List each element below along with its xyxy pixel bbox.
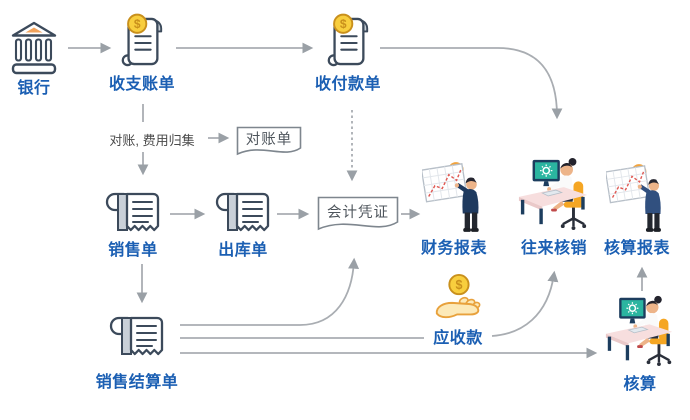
receipt-payment-bill-label: 收付款单: [314, 76, 381, 93]
node-sales-order: 销售单: [102, 188, 164, 260]
node-income-expense-bill: $ 收支账单: [104, 12, 180, 94]
accounting-voucher-label: 会计凭证: [327, 204, 389, 221]
income-expense-bill-label: 收支账单: [108, 76, 175, 93]
outbound-order-label: 出库单: [218, 242, 268, 259]
bill-coin-icon: $: [327, 13, 369, 67]
bill-coin-icon: $: [121, 13, 163, 67]
person-chart-icon: [422, 162, 479, 232]
person-chart-icon: [606, 164, 661, 232]
node-accounting-voucher: 会计凭证: [317, 196, 399, 236]
document-box-icon: [317, 196, 399, 231]
receipt-icon: [105, 192, 160, 232]
accounts-receivable-label: 应收款: [433, 330, 483, 347]
hand-coin-icon: $: [435, 274, 481, 319]
financial-report-label: 财务报表: [420, 240, 487, 257]
node-current-account-writeoff: 往来核销: [516, 150, 592, 258]
receipt-icon: [215, 192, 270, 232]
bank-icon: [11, 21, 57, 75]
statement-label: 对账单: [245, 131, 293, 148]
node-accounting: 核算: [604, 288, 676, 394]
receipt-icon: [109, 316, 164, 356]
node-outbound-order: 出库单: [212, 188, 274, 260]
svg-text:$: $: [134, 17, 141, 31]
node-financial-report: 财务报表: [418, 158, 490, 258]
accounting-label: 核算: [623, 376, 657, 393]
svg-text:$: $: [455, 278, 462, 292]
sales-settlement-bill-label: 销售结算单: [95, 374, 179, 391]
current-account-writeoff-label: 往来核销: [520, 240, 587, 257]
bank-label: 银行: [17, 80, 51, 97]
document-box-icon: [236, 126, 302, 156]
node-bank: 银行: [6, 20, 62, 98]
node-accounting-report: 核算报表: [602, 160, 672, 258]
reconciliation-note: 对账, 费用归集: [109, 133, 195, 148]
node-receipt-payment-bill: $ 收付款单: [310, 12, 386, 94]
person-desk-icon: [518, 157, 588, 230]
node-sales-settlement-bill: 销售结算单: [94, 312, 180, 392]
node-statement: 对账单: [236, 126, 302, 160]
accounting-report-label: 核算报表: [603, 240, 670, 257]
sales-order-label: 销售单: [108, 242, 158, 259]
svg-text:$: $: [340, 17, 347, 31]
person-desk-icon: [605, 295, 673, 366]
node-accounts-receivable: $ 应收款: [428, 274, 488, 348]
